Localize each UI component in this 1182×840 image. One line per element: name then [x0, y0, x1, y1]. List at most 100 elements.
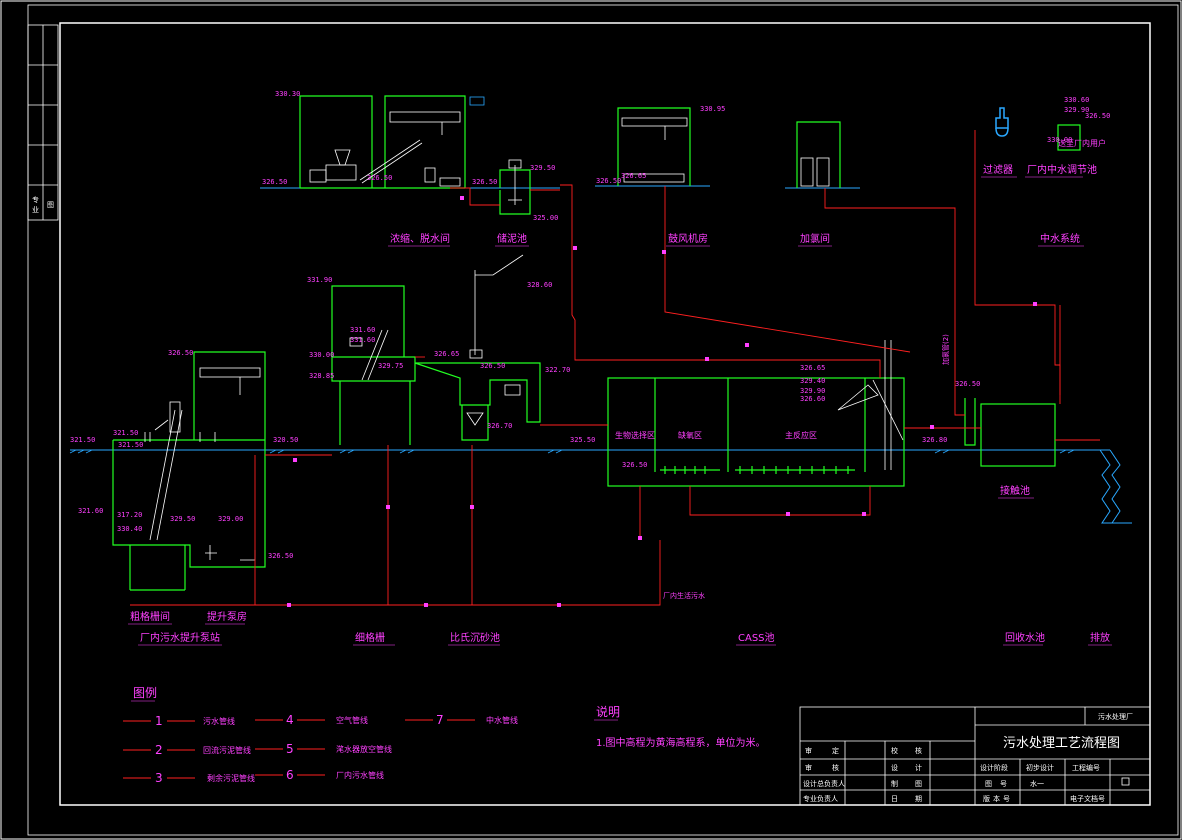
title-block-checkbox	[1121, 777, 1130, 786]
elev-18: 330.00	[309, 351, 334, 359]
label-recycle: 回收水池	[1005, 631, 1045, 644]
elev-36: 325.50	[570, 436, 595, 444]
tb-r2-2: 设	[891, 763, 898, 772]
tb-r1-0: 审	[805, 746, 812, 755]
legend-num-6: 6	[286, 768, 294, 782]
elev-13: 329.90	[1064, 106, 1089, 114]
chlorine-equipment	[800, 157, 830, 187]
elev-20: 328.85	[309, 372, 334, 380]
annotation-to-user: 送至厂内用户	[1058, 138, 1106, 148]
tb-h7: 版	[983, 794, 990, 803]
label-blower: 鼓风机房	[668, 232, 708, 245]
label-reuse-tank: 厂内中水调节池	[1027, 163, 1097, 176]
tb-r4-0: 专业负责人	[803, 794, 838, 803]
reuse-filter	[995, 107, 1009, 137]
legend-num-1: 1	[155, 714, 163, 728]
legend-label-5: 滗水器放空管线	[336, 744, 392, 754]
tb-h8: 本	[993, 794, 1000, 803]
elev-28: 321.50	[118, 441, 143, 449]
tb-h10: 电子文档号	[1070, 794, 1105, 803]
legend-label-1: 污水管线	[203, 716, 235, 726]
notes-title: 说明	[596, 704, 620, 719]
legend-label-4: 空气管线	[336, 715, 368, 725]
label-underlines	[128, 176, 1112, 646]
pump-station-equipment	[144, 367, 261, 561]
contact-tank	[964, 398, 1056, 467]
elev-7: 330.95	[700, 105, 725, 113]
elev-43: 326.50	[955, 380, 980, 388]
legend-num-5: 5	[286, 742, 294, 756]
elev-40: 329.90	[800, 387, 825, 395]
elev-31: 317.20	[117, 511, 142, 519]
tb-r1-1: 定	[832, 746, 839, 755]
label-pump: 提升泵房	[207, 610, 247, 623]
cass-diffusers	[660, 466, 855, 474]
legend-label-7: 中水管线	[486, 715, 518, 725]
tb-r1-3: 核	[915, 746, 922, 755]
legend-num-4: 4	[286, 713, 294, 727]
elevation-labels: 330.30 326.50 326.50 329.50 326.50 325.0…	[70, 90, 1110, 560]
fine-screen	[331, 285, 416, 445]
label-station: 厂内污水提升泵站	[140, 631, 220, 644]
elev-15: 331.90	[307, 276, 332, 284]
elev-9: 326.65	[621, 172, 646, 180]
fine-screen-equipment	[349, 329, 389, 381]
elev-42: 326.80	[922, 436, 947, 444]
tb-drawing-title: 污水处理工艺流程图	[1003, 736, 1120, 751]
outer-frame	[27, 4, 1179, 836]
legend-num-3: 3	[155, 771, 163, 785]
side-strip-t2: 业	[32, 205, 39, 214]
drawing-frame	[59, 22, 1151, 806]
elev-12: 330.00	[1047, 136, 1072, 144]
label-contact: 接触池	[1000, 484, 1030, 497]
elev-16: 331.60	[350, 326, 375, 334]
tb-r2-1: 核	[832, 763, 839, 772]
side-strip	[27, 24, 59, 221]
tb-h6: 水一	[1030, 779, 1044, 788]
label-chlorine: 加氯间	[800, 232, 830, 245]
tb-r2-3: 计	[915, 763, 922, 772]
reuse-tank	[1057, 124, 1081, 151]
thickener-elevator	[469, 96, 485, 106]
ground-hatch	[69, 449, 1075, 454]
blower-building	[617, 107, 691, 186]
sludge-tank	[499, 169, 531, 215]
legend-label-3: 剩余污泥管线	[207, 773, 255, 783]
tb-r3-0: 设计总负责人	[803, 779, 845, 788]
label-reuse: 中水系统	[1040, 232, 1080, 245]
elev-10: 330.60	[1064, 96, 1089, 104]
unit-labels: 浓缩、脱水间 储泥池 鼓风机房 加氯间 中水系统 过滤器 厂内中水调节池 粗格栅…	[130, 163, 1110, 644]
tb-r4-1: 日	[891, 795, 898, 803]
legend-title: 图例	[133, 686, 157, 700]
elev-27: 321.50	[113, 429, 138, 437]
elev-19: 329.75	[378, 362, 403, 370]
label-outfall: 排放	[1090, 631, 1110, 644]
label-filter: 过滤器	[983, 163, 1013, 176]
elev-17: 331.60	[350, 336, 375, 344]
elev-38: 326.65	[800, 364, 825, 372]
pump-station	[112, 351, 266, 591]
thickener-equipment	[309, 111, 461, 187]
elev-30: 321.60	[78, 507, 103, 515]
legend-lines	[123, 719, 475, 779]
label-fine: 细格栅	[355, 631, 385, 644]
label-cass: CASS池	[738, 631, 775, 644]
tb-h5: 号	[1000, 780, 1007, 788]
label-coarse: 粗格栅间	[130, 610, 170, 623]
side-strip-t3: 图	[47, 201, 54, 209]
grit-chamber-equipment	[466, 254, 524, 426]
zone-3: 主反应区	[785, 430, 817, 440]
legend-num-7: 7	[436, 713, 444, 727]
tb-r3-2: 图	[915, 780, 922, 788]
elev-4: 329.50	[530, 164, 555, 172]
elev-26: 321.50	[70, 436, 95, 444]
elev-24: 326.70	[487, 422, 512, 430]
title-block-cells: 审 定 校 核 审 核 设 计 设计总负责人 制 图 专业负责人 日 期 设计阶…	[803, 746, 1105, 803]
tb-h1: 设计阶段	[980, 763, 1008, 772]
elev-32: 330.40	[117, 525, 142, 533]
title-block-grid	[799, 706, 1151, 806]
tb-company: 污水处理厂	[1098, 712, 1133, 721]
elev-5: 326.50	[472, 178, 497, 186]
elev-11: 326.50	[1085, 112, 1110, 120]
